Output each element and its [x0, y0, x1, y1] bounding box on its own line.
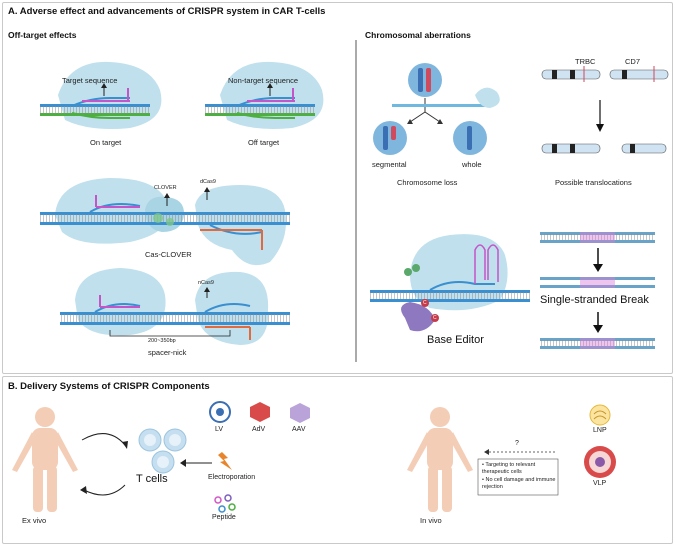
t-cells-illustration: [138, 428, 187, 474]
electroporation-label: Electroporation: [208, 474, 256, 481]
ex-vivo-human: [12, 407, 78, 512]
spacer-range-label: 200~350bp: [148, 338, 176, 344]
chromosomal-heading: Chromosomal aberrations: [365, 30, 471, 40]
chromosome-loss-illustration: [373, 63, 500, 155]
whole-label: whole: [462, 160, 482, 169]
vlp-label: VLP: [593, 480, 607, 487]
ncas9-label: nCas9: [198, 280, 214, 286]
aav-label: AAV: [292, 426, 306, 433]
in-vivo-human: [407, 407, 473, 512]
lnp-icon: [589, 404, 611, 426]
non-target-sequence-label: Non-target sequence: [228, 76, 299, 85]
cas-clover-illustration: [40, 178, 290, 266]
bullet-2: • No cell damage and immune rejection: [482, 477, 556, 490]
in-vivo-label: In vivo: [420, 516, 442, 525]
on-target-illustration: [40, 61, 162, 129]
ex-vivo-arrow-bottom: [83, 484, 126, 496]
trbc-label: TRBC: [575, 57, 596, 66]
adv-label: AdV: [252, 426, 266, 433]
c-mark-1: C: [423, 300, 427, 306]
off-target-label: Off target: [248, 138, 280, 147]
on-target-label: On target: [90, 138, 122, 147]
ex-vivo-label: Ex vivo: [22, 516, 47, 525]
ssb-label: Single-stranded Break: [540, 294, 649, 306]
question-mark: ?: [515, 440, 519, 447]
lv-label: LV: [215, 426, 224, 433]
possible-translocations-label: Possible translocations: [555, 178, 632, 187]
clover-label: CLOVER: [154, 185, 177, 191]
panel-b: [2, 376, 673, 544]
bullet-1: • Targeting to relevant therapeutic cell…: [482, 462, 536, 475]
c-mark-2: C: [433, 315, 437, 321]
panel-b-title: B. Delivery Systems of CRISPR Components: [8, 381, 210, 392]
translocation-illustration: [541, 66, 669, 154]
t-cells-label: T cells: [136, 473, 168, 485]
ssb-illustration: [540, 232, 655, 349]
peptide-icon: [214, 494, 236, 513]
ex-vivo-arrow-top: [81, 433, 126, 446]
cas-clover-label: Cas-CLOVER: [145, 250, 192, 259]
vlp-icon: [584, 446, 616, 478]
dcas9-label: dCas9: [200, 179, 216, 185]
off-target-illustration: [205, 61, 324, 129]
spacer-nick-illustration: [60, 268, 290, 345]
cd7-label: CD7: [625, 57, 641, 66]
spacer-nick-label: spacer-nick: [148, 348, 187, 357]
segmental-label: segmental: [372, 160, 407, 169]
panel-a-title: A. Adverse effect and advancements of CR…: [8, 6, 326, 17]
in-vivo-bullet-box: [477, 458, 559, 496]
base-editor-label: Base Editor: [427, 334, 484, 346]
aav-virus-icon: [290, 403, 310, 423]
adv-virus-icon: [250, 402, 270, 422]
electroporation-bolt-icon: [218, 452, 232, 470]
target-sequence-label: Target sequence: [62, 76, 118, 85]
chromosome-loss-label: Chromosome loss: [397, 178, 458, 187]
lnp-label: LNP: [593, 427, 607, 434]
off-target-heading: Off-target effects: [8, 30, 77, 40]
base-editor-illustration: [370, 234, 530, 332]
peptide-label: Peptide: [212, 514, 236, 521]
lv-virus-icon: [209, 401, 231, 423]
